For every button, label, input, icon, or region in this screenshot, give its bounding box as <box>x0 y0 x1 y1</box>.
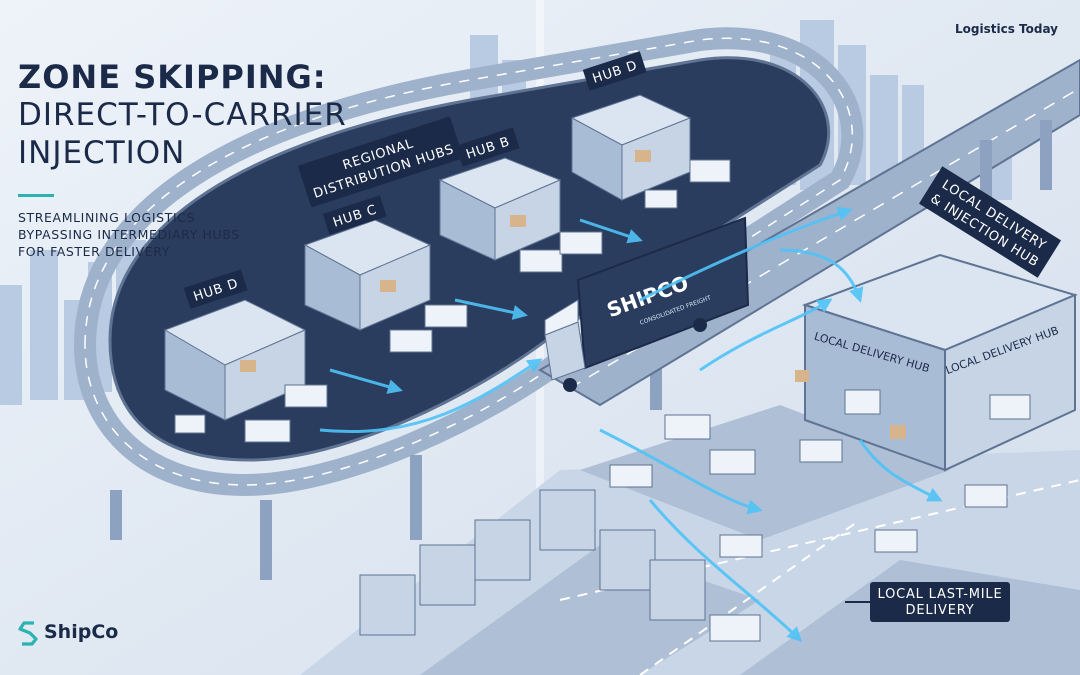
label-last-mile: LOCAL LAST-MILE DELIVERY <box>845 582 1010 622</box>
label-last-mile-line2: DELIVERY <box>906 603 975 618</box>
title-line-2: DIRECT-TO-CARRIER <box>18 97 347 133</box>
box-icon <box>240 360 256 372</box>
hub-building-d-top <box>570 94 692 201</box>
hub-building-c <box>303 219 432 331</box>
label-last-mile-line1: LOCAL LAST-MILE <box>878 587 1003 602</box>
title-line-1: ZONE SKIPPING: <box>18 58 327 96</box>
hub-building-left <box>163 299 307 421</box>
truck-icon <box>174 159 731 443</box>
shipco-logo-icon <box>18 621 38 646</box>
accent-rule <box>18 194 54 197</box>
title-line-3: INJECTION <box>18 135 186 171</box>
local-delivery-hub <box>795 253 1078 472</box>
hub-building-b <box>438 157 562 261</box>
city-vans <box>609 414 1008 642</box>
shipco-truck: SHIPCO CONSOLIDATED FREIGHT <box>544 216 750 392</box>
subtitle-line-1: STREAMLINING LOGISTICS <box>18 210 196 225</box>
logo-text: ShipCo <box>44 621 119 643</box>
title-block: ZONE SKIPPING: DIRECT-TO-CARRIER INJECTI… <box>18 58 418 260</box>
arrow-icon <box>319 206 943 643</box>
subtitle-line-3: FOR FASTER DELIVERY <box>18 244 170 259</box>
shop-buildings <box>359 489 706 636</box>
subtitle-line-2: BYPASSING INTERMEDIARY HUBS <box>18 227 240 242</box>
publication-brand: Logistics Today <box>955 22 1058 36</box>
